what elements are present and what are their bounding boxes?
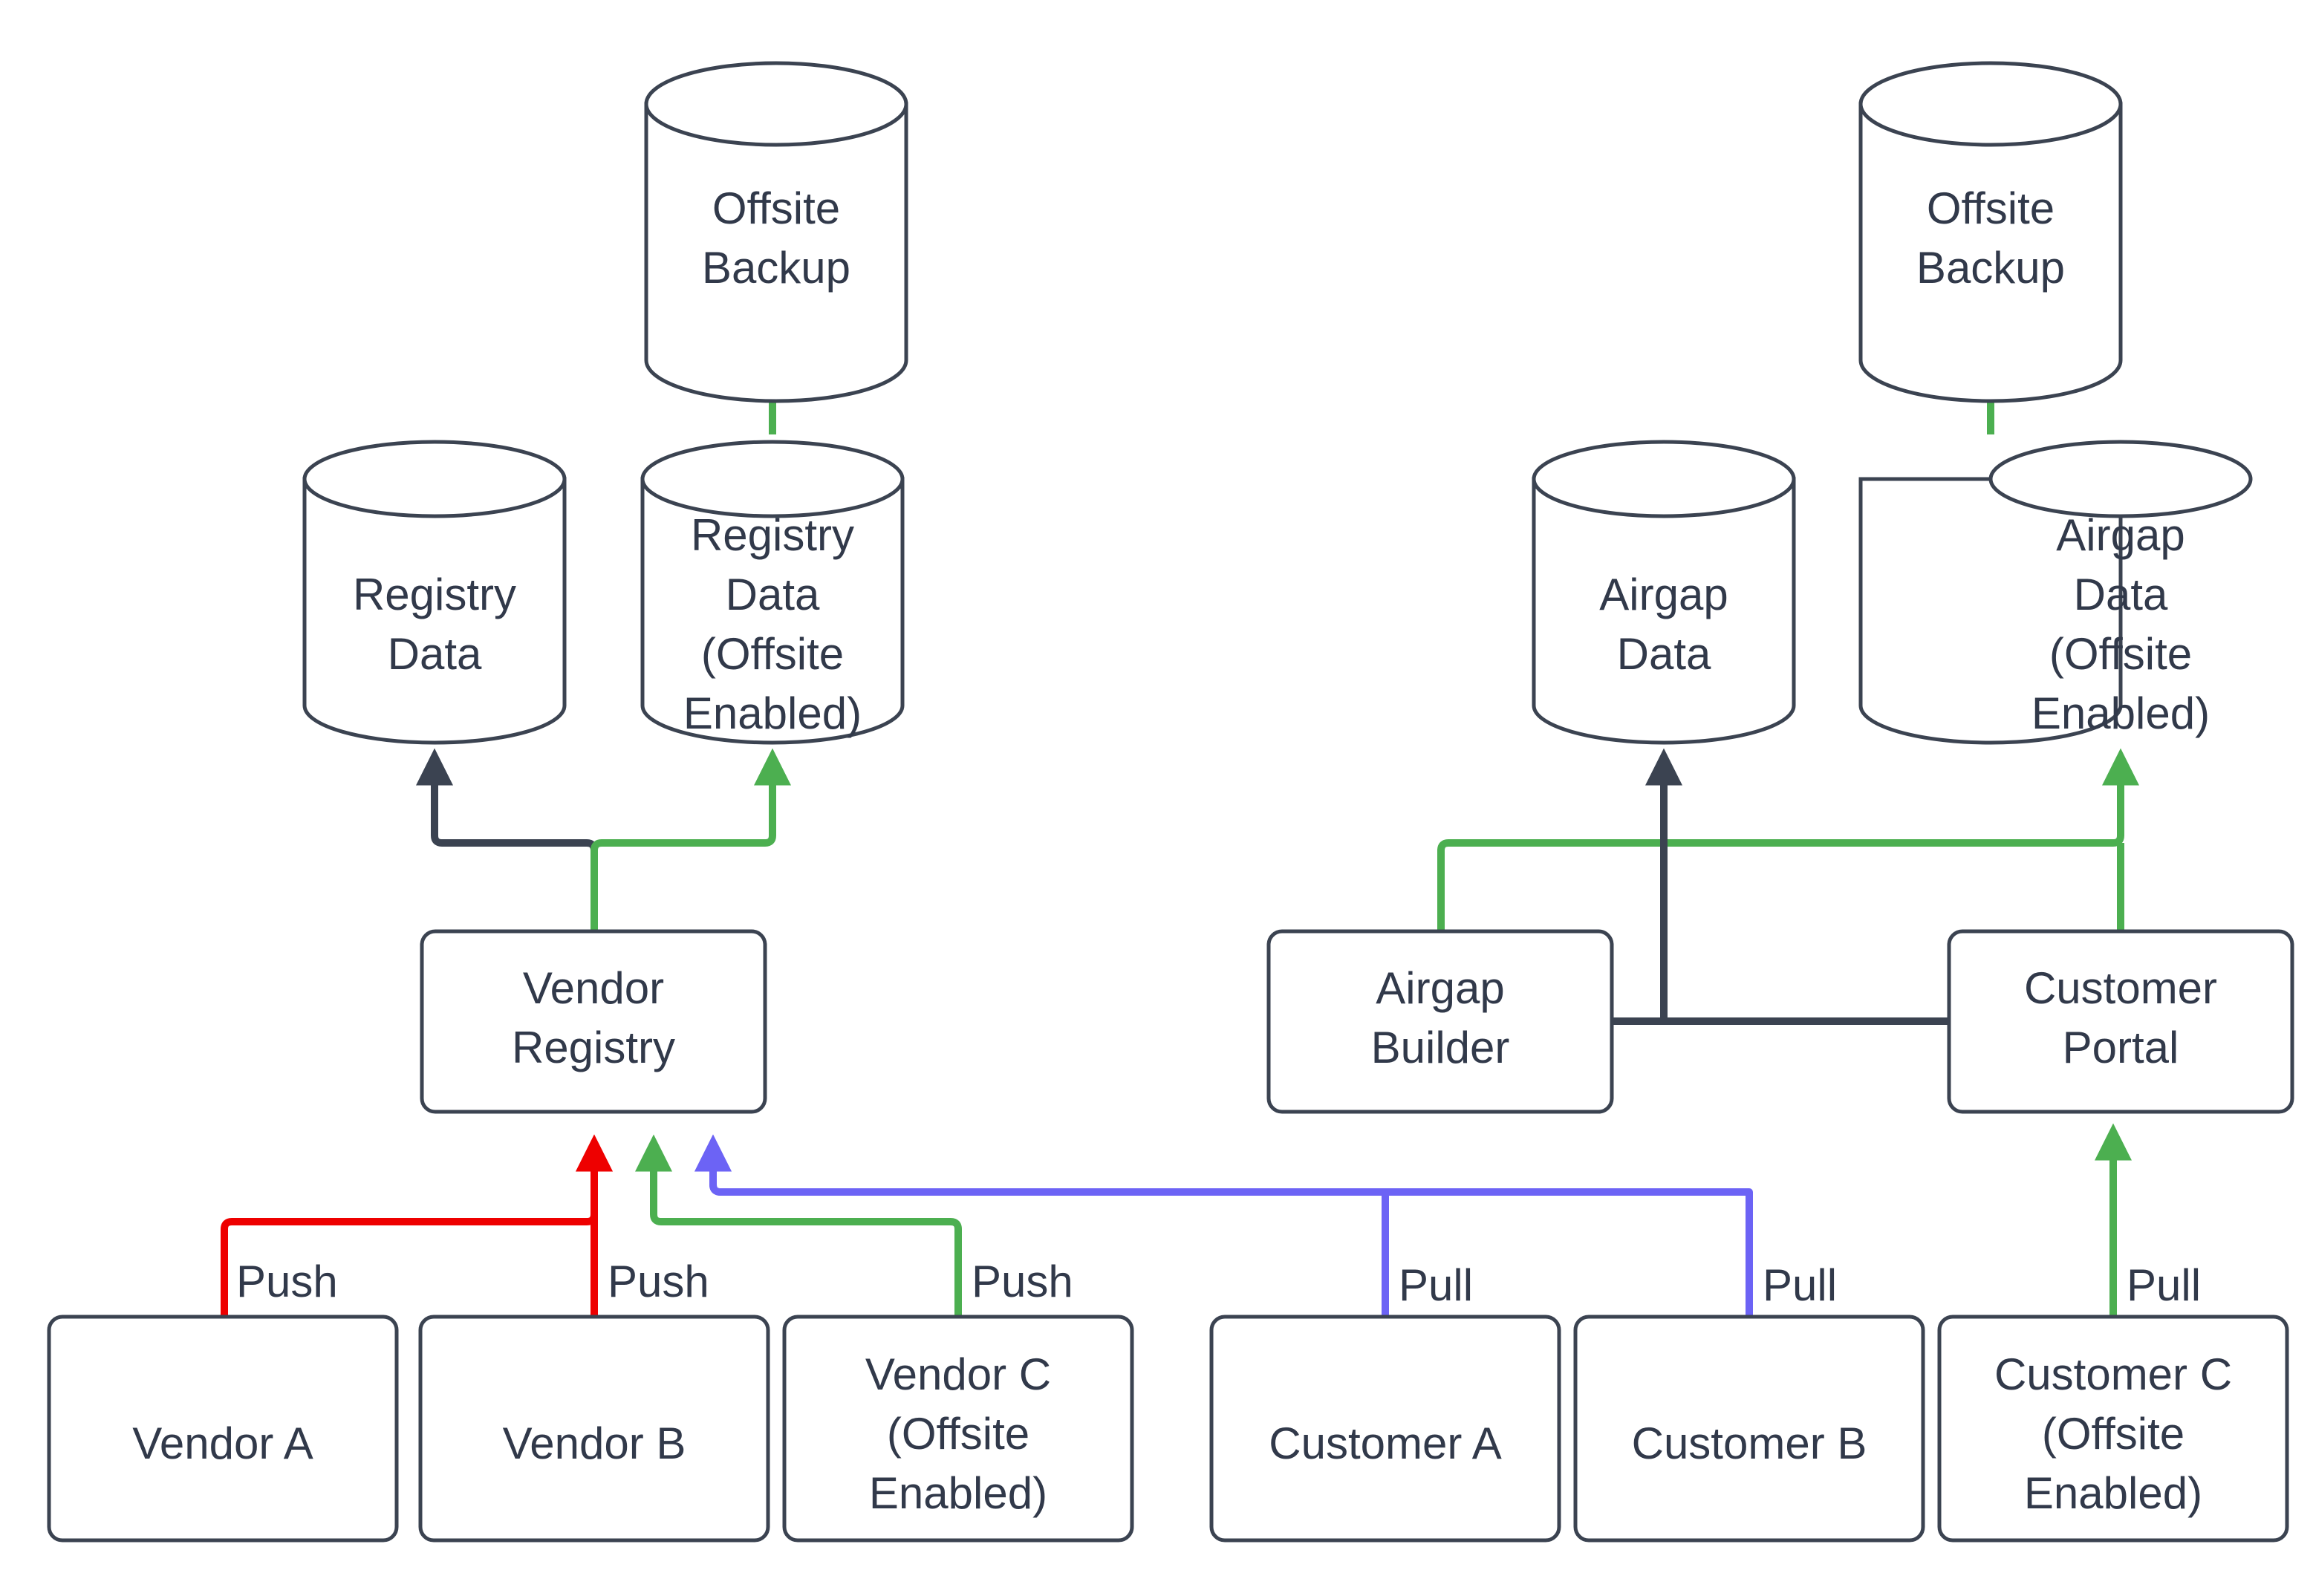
offsite-backup-left-label-line1: Offsite [712, 183, 840, 233]
airgap-builder-label-line1: Airgap [1376, 963, 1504, 1013]
edge-vendor-registry-to-registry-data-offsite [591, 748, 791, 931]
airgap-data-label-line2: Data [1617, 629, 1711, 679]
edge-label-customer-c-pull: Pull [2127, 1260, 2201, 1310]
node-airgap-builder[interactable]: Airgap Builder [1266, 929, 1614, 1114]
offsite-backup-right-label-line1: Offsite [1927, 183, 2055, 233]
airgap-data-offsite-label-line2: Data [2074, 570, 2168, 619]
node-offsite-backup-left[interactable]: Offsite Backup [644, 61, 908, 403]
vendor-a-label: Vendor A [132, 1419, 313, 1468]
registry-data-offsite-label-line1: Registry [691, 510, 854, 560]
airgap-data-label-line1: Airgap [1599, 570, 1728, 619]
registry-data-offsite-label-line4: Enabled) [683, 688, 862, 738]
customer-b-label: Customer B [1632, 1419, 1867, 1468]
vendor-c-label-line1: Vendor C [865, 1349, 1051, 1399]
edge-vendor-c-push [635, 1134, 962, 1317]
vendor-c-label-line2: (Offsite [887, 1409, 1029, 1459]
edge-label-customer-a-pull: Pull [1399, 1260, 1473, 1310]
airgap-data-offsite-label-line1: Airgap [2056, 510, 2184, 560]
edge-vendor-registry-to-registry-data [416, 748, 598, 931]
vendor-b-label: Vendor B [503, 1419, 686, 1468]
customer-portal-label-line2: Portal [2063, 1023, 2179, 1072]
node-customer-c[interactable]: Customer C (Offsite Enabled) [1937, 1315, 2289, 1543]
airgap-data-offsite-label-line4: Enabled) [2031, 688, 2210, 738]
edge-label-customer-b-pull: Pull [1763, 1260, 1837, 1310]
airgap-data-offsite-label-line3: (Offsite [2049, 629, 2192, 679]
edge-label-vendor-a-push: Push [236, 1257, 338, 1306]
customer-c-label-line2: (Offsite [2042, 1409, 2184, 1459]
offsite-backup-right-label-line2: Backup [1916, 243, 2065, 293]
vendor-registry-label-line1: Vendor [523, 963, 664, 1013]
airgap-builder-label-line2: Builder [1371, 1023, 1510, 1072]
offsite-backup-left-label-line2: Backup [702, 243, 850, 293]
vendor-registry-label-line2: Registry [512, 1023, 675, 1072]
edge-label-vendor-c-push: Push [972, 1257, 1073, 1306]
customer-c-label-line3: Enabled) [2024, 1468, 2202, 1518]
node-registry-data-offsite[interactable]: Registry Data (Offsite Enabled) [640, 440, 905, 745]
node-offsite-backup-right[interactable]: Offsite Backup [1858, 61, 2123, 403]
customer-portal-label-line1: Customer [2024, 963, 2217, 1013]
registry-data-offsite-label-line2: Data [726, 570, 820, 619]
node-airgap-data-offsite[interactable]: Airgap Data (Offsite Enabled) [1858, 440, 2253, 745]
registry-data-offsite-label-line3: (Offsite [701, 629, 844, 679]
node-vendor-c[interactable]: Vendor C (Offsite Enabled) [782, 1315, 1134, 1543]
node-registry-data[interactable]: Registry Data [302, 440, 567, 745]
node-customer-b[interactable]: Customer B [1573, 1315, 1925, 1543]
edge-customer-b-pull [694, 1134, 1753, 1317]
node-vendor-a[interactable]: Vendor A [47, 1315, 399, 1543]
customer-a-label: Customer A [1269, 1419, 1501, 1468]
node-customer-portal[interactable]: Customer Portal [1947, 929, 2294, 1114]
vendor-c-label-line3: Enabled) [869, 1468, 1047, 1518]
customer-c-label-line1: Customer C [1994, 1349, 2232, 1399]
node-vendor-b[interactable]: Vendor B [418, 1315, 770, 1543]
node-airgap-data[interactable]: Airgap Data [1532, 440, 1796, 745]
registry-data-label-line1: Registry [353, 570, 516, 619]
registry-data-label-line2: Data [388, 629, 482, 679]
node-vendor-registry[interactable]: Vendor Registry [420, 929, 767, 1114]
edge-label-vendor-b-push: Push [608, 1257, 709, 1306]
edge-airgap-builder-to-airgap-data-offsite [1437, 748, 2139, 931]
node-customer-a[interactable]: Customer A [1209, 1315, 1561, 1543]
